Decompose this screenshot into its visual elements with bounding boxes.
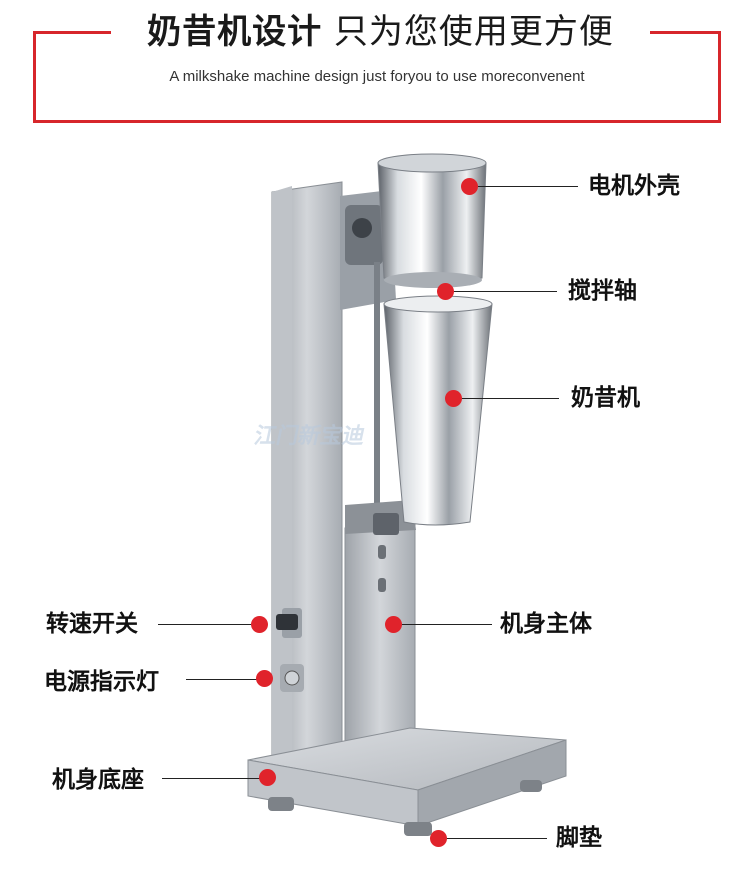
callout-line-milkshake-cup — [462, 398, 559, 399]
callout-line-base — [162, 778, 260, 779]
callout-line-speed-switch — [158, 624, 253, 625]
callout-line-feet — [447, 838, 547, 839]
motor-housing — [377, 156, 487, 284]
callout-dot-motor-housing — [461, 178, 478, 195]
milkshake-cup — [383, 299, 493, 526]
callout-dot-base — [259, 769, 276, 786]
label-main-body: 机身主体 — [500, 611, 592, 637]
header-frame-top-right — [650, 31, 721, 34]
callout-dot-main-body — [385, 616, 402, 633]
callout-dot-speed-switch — [251, 616, 268, 633]
callout-line-mixing-shaft — [454, 291, 557, 292]
label-feet: 脚垫 — [556, 825, 602, 851]
label-milkshake-cup: 奶昔机 — [571, 385, 640, 411]
label-mixing-shaft: 搅拌轴 — [568, 278, 637, 304]
header-frame — [33, 31, 721, 123]
callout-line-power-indicator — [186, 679, 258, 680]
label-speed-switch: 转速开关 — [46, 611, 138, 637]
header-frame-top-left — [33, 31, 111, 34]
watermark: 江门新宝迪 — [251, 424, 368, 449]
title-light: 只为您使用更方便 — [333, 12, 614, 52]
callout-dot-power-indicator — [256, 670, 273, 687]
label-power-indicator: 电源指示灯 — [44, 669, 159, 695]
callout-line-main-body — [402, 624, 492, 625]
callout-dot-feet — [430, 830, 447, 847]
page-title: 奶昔机设计 只为您使用更方便 — [111, 8, 650, 56]
callout-line-motor-housing — [478, 186, 578, 187]
callout-dot-milkshake-cup — [445, 390, 462, 407]
callout-dot-mixing-shaft — [437, 283, 454, 300]
page-subtitle: A milkshake machine design just foryou t… — [169, 68, 585, 85]
title-bold: 奶昔机设计 — [147, 12, 323, 52]
label-base: 机身底座 — [52, 767, 144, 793]
label-motor-housing: 电机外壳 — [588, 173, 680, 199]
base-side — [417, 739, 567, 827]
